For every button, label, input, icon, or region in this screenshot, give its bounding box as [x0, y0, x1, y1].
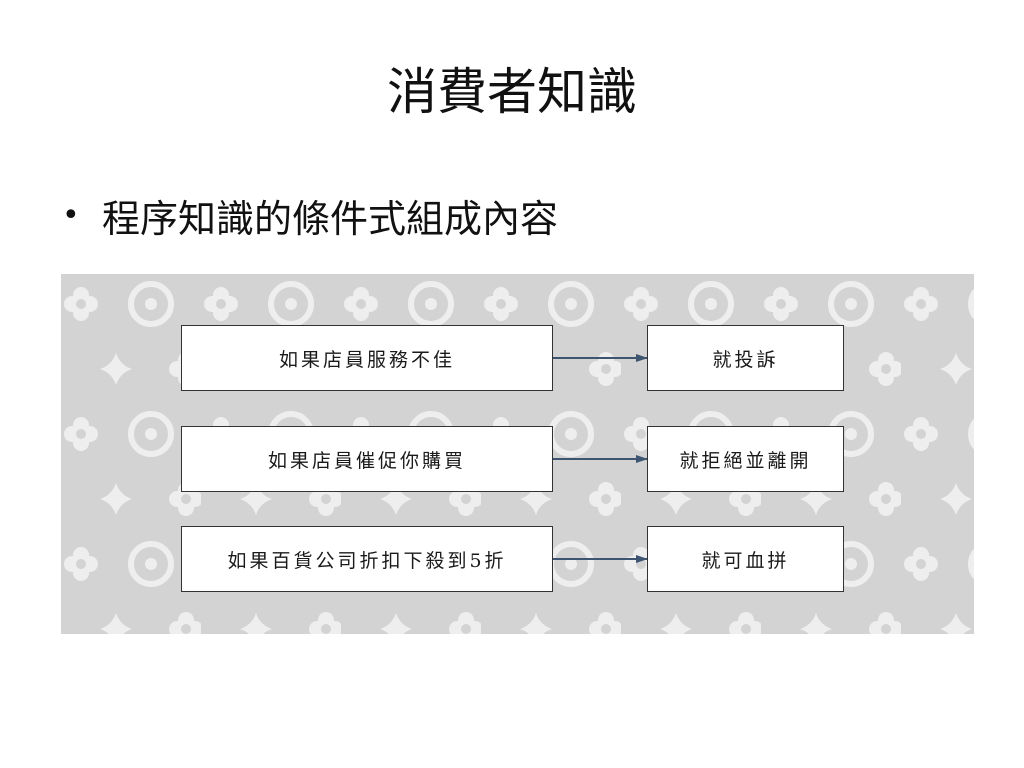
slide-title: 消費者知識 [387, 63, 637, 121]
action-box-2: 就拒絕並離開 [647, 426, 844, 492]
condition-box-2: 如果店員催促你購買 [181, 426, 553, 492]
bullet-text: 程序知識的條件式組成內容 [102, 196, 559, 241]
bullet-dot-icon: • [62, 197, 80, 233]
action-box-3: 就可血拼 [647, 526, 844, 592]
bullet-item: • 程序知識的條件式組成內容 [62, 190, 559, 241]
rule-diagram: 如果店員服務不佳 如果店員催促你購買 如果百貨公司折扣下殺到5折 就投訴 就拒絕… [61, 274, 974, 634]
action-box-1: 就投訴 [647, 325, 844, 391]
condition-box-1: 如果店員服務不佳 [181, 325, 553, 391]
arrows-layer [553, 354, 648, 563]
condition-box-3: 如果百貨公司折扣下殺到5折 [181, 526, 553, 592]
